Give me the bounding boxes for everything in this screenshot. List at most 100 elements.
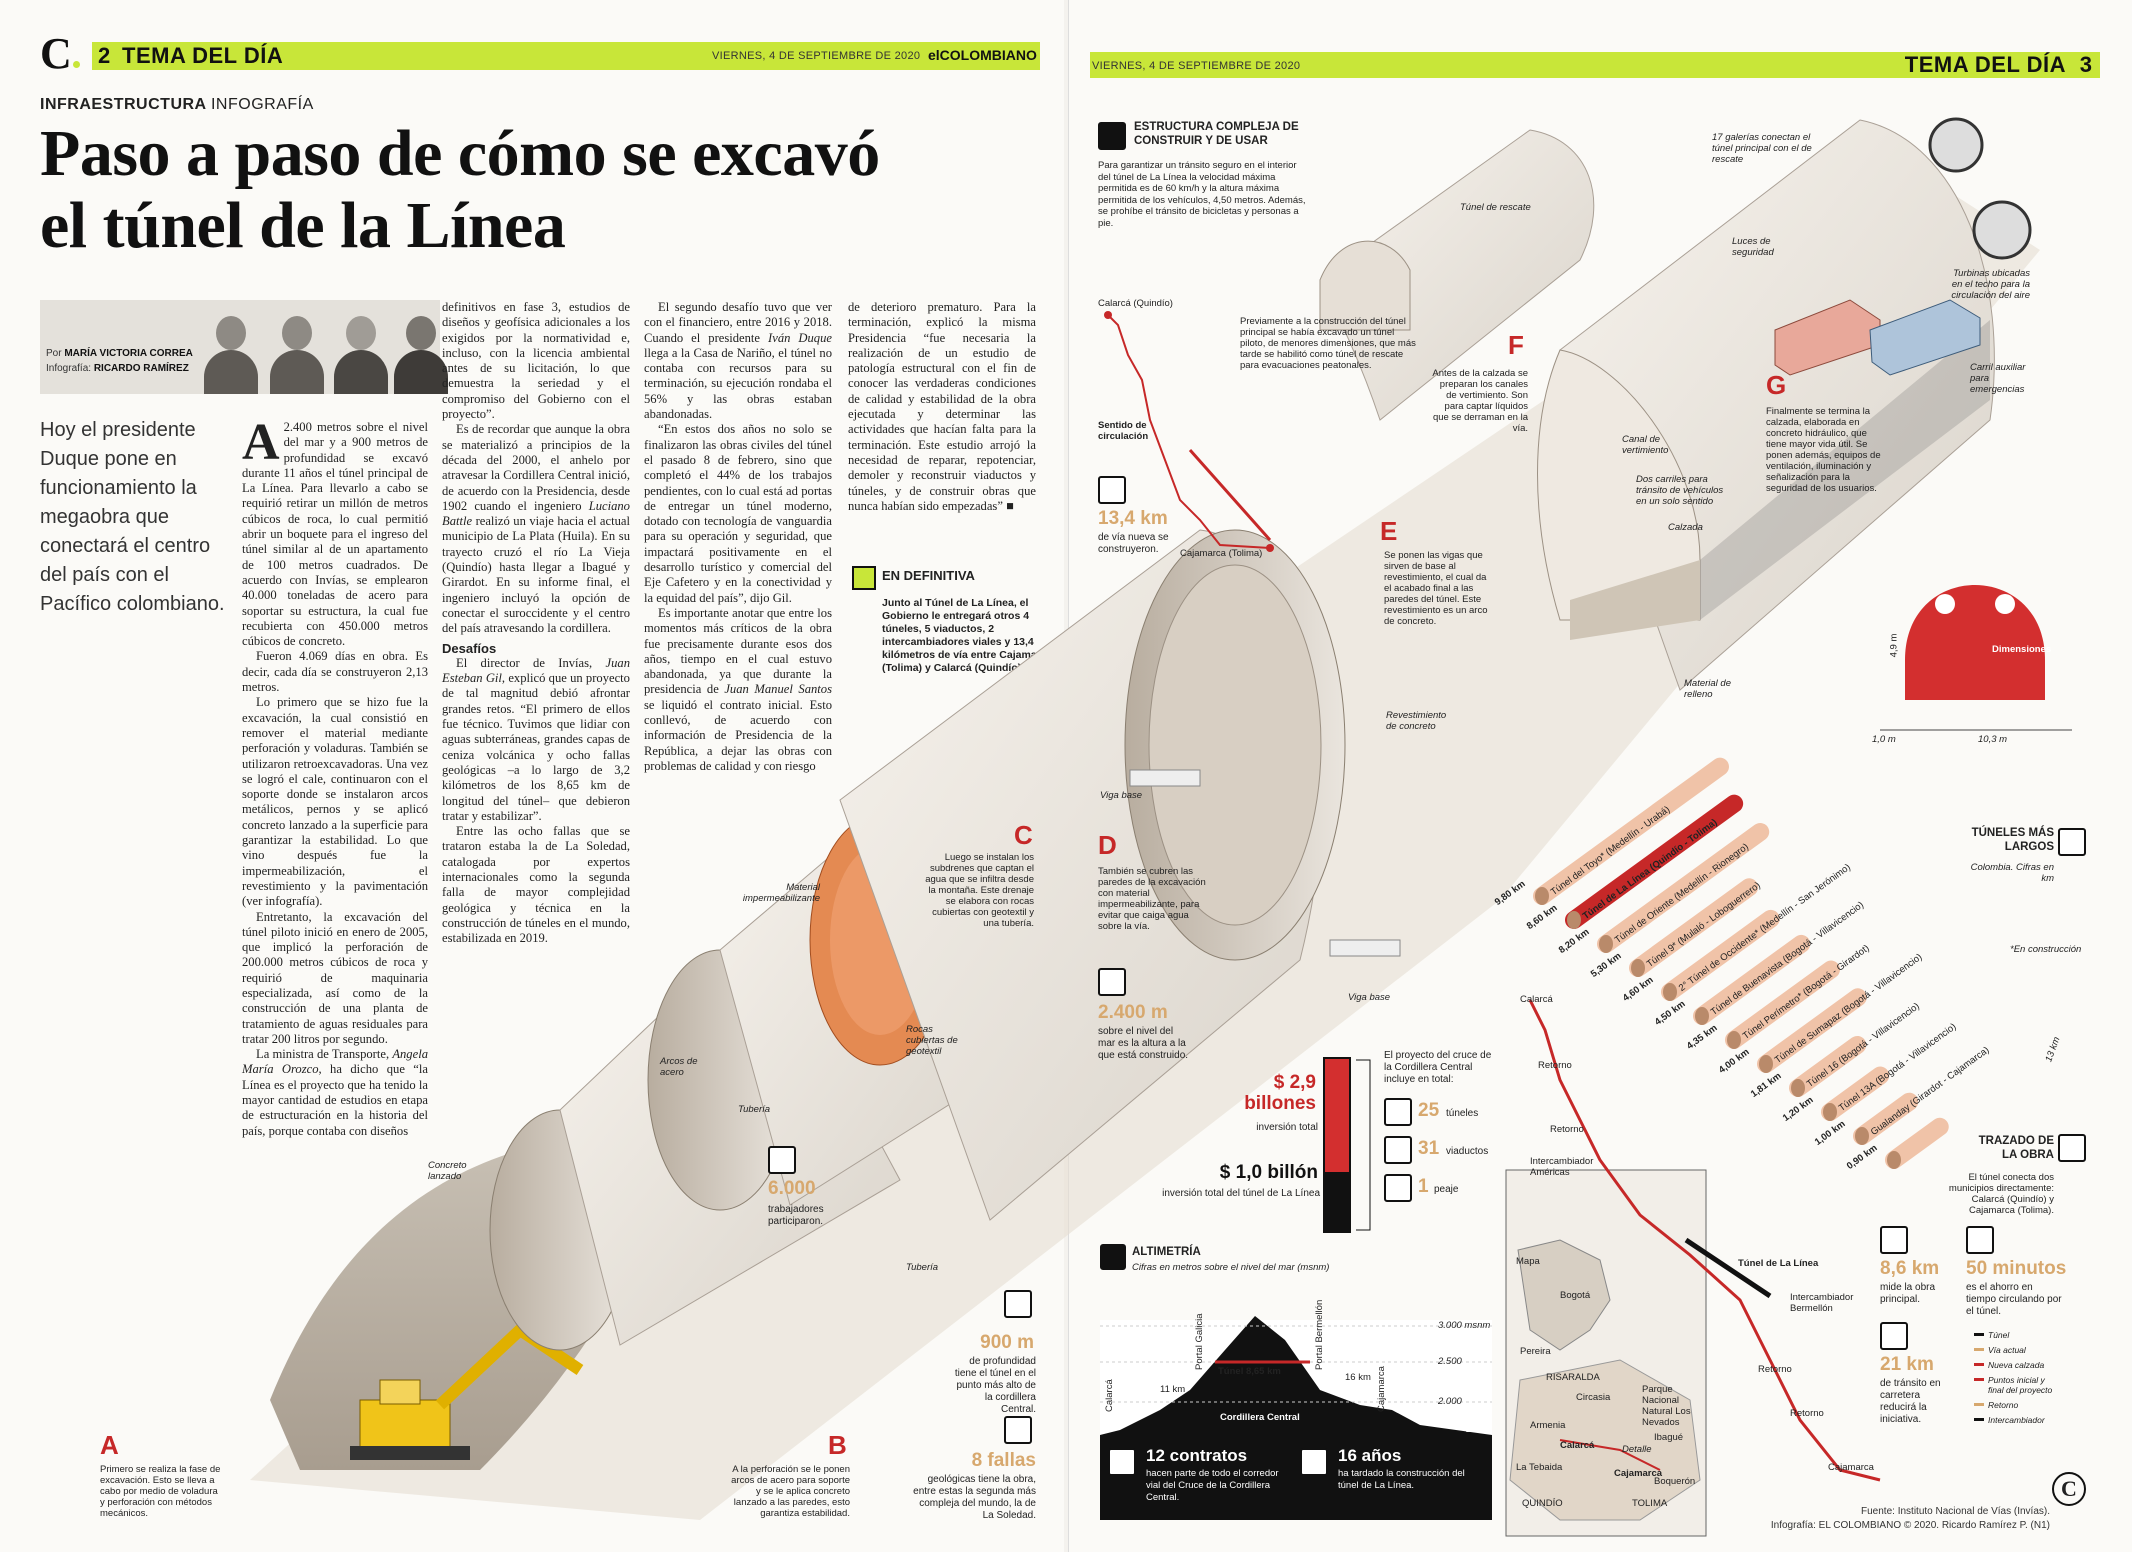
article-column-4: de deterioro prematuro. Para la terminac… [848, 300, 1036, 513]
dropcap: A [242, 414, 280, 471]
tunnel-bar-mouth [1599, 935, 1613, 953]
anios-text: ha tardado la construcción del túnel de … [1338, 1468, 1465, 1491]
map-ibague: Ibagué [1654, 1432, 1684, 1443]
longest-tunnels-chart [1533, 757, 1949, 1169]
map-circasia: Circasia [1576, 1392, 1611, 1403]
viga-base [1329, 939, 1401, 957]
map-boqueron: Boquerón [1654, 1476, 1696, 1487]
step-d-text: También se cubren las paredes de la exca… [1098, 866, 1206, 932]
tuberia-label: Tubería [738, 1104, 771, 1115]
map-risaralda: RISARALDA [1546, 1372, 1600, 1383]
toll-icon [1384, 1174, 1412, 1202]
dist-number: 8,6 km [1880, 1258, 1940, 1279]
transit-text: de tránsito en carretera reducirá la ini… [1880, 1378, 1941, 1425]
calarca-alt-label: Calarcá [1104, 1379, 1115, 1412]
legend-label: Retorno [1988, 1400, 2019, 1410]
relleno-label: Material de relleno [1684, 678, 1731, 700]
viga-base [1129, 769, 1201, 787]
map-retorno: Retorno [1758, 1364, 1792, 1375]
dim-width-1: 1,0 m [1872, 734, 1896, 745]
map-calarca: Calarcá [1520, 994, 1553, 1005]
el-colombiano-logo: C [40, 29, 80, 78]
tunnel-bar-mouth [1567, 911, 1581, 929]
author-portrait [200, 310, 260, 394]
turbinas-label: Turbinas ubicadas en el techo para la ci… [1951, 268, 2030, 301]
legend-label: Nueva calzada [1988, 1360, 2045, 1370]
tunnels-note: *En construcción [2010, 944, 2082, 955]
tunnel-icon [2058, 828, 2086, 856]
kicker-main: INFRAESTRUCTURA [40, 96, 207, 113]
dos-carriles-label: Dos carriles para tránsito de vehículos … [1636, 474, 1724, 507]
tunnel-bar-mouth [1535, 887, 1549, 905]
inversion-tunel-text: inversión total del túnel de La Línea [1162, 1188, 1320, 1199]
left-brand: elCOLOMBIANO [928, 47, 1037, 63]
altimetry-subtitle: Cifras en metros sobre el nivel del mar … [1132, 1262, 1330, 1273]
map-quindio: QUINDÍO [1522, 1498, 1563, 1509]
tunnel-bar-mouth [1823, 1103, 1837, 1121]
road-icon [1880, 1322, 1908, 1350]
fallas-text: geológicas tiene la obra, entre estas la… [913, 1474, 1036, 1521]
legend-swatch [1974, 1363, 1984, 1366]
dist-text: mide la obra principal. [1880, 1282, 1936, 1305]
route-line [1107, 314, 1271, 549]
km-left-label: 11 km [1160, 1384, 1186, 1395]
footer-credit: Infografía: EL COLOMBIANO © 2020. Ricard… [1770, 1520, 2050, 1531]
legend-swatch [1974, 1333, 1984, 1336]
fault-icon [1004, 1416, 1032, 1444]
map-route [1528, 999, 1881, 1482]
legend-item: Nueva calzada [1974, 1360, 2062, 1370]
map-parque: Parque Nacional Natural Los Nevados [1642, 1384, 1691, 1428]
tunnel-bar-mouth [1855, 1127, 1869, 1145]
stopwatch-icon [1966, 1226, 1994, 1254]
tunnel-bar [1629, 878, 1759, 977]
article-column-3: El segundo desafío tuvo que ver con el f… [644, 300, 832, 773]
tunnel-bar-mouth [1887, 1151, 1901, 1169]
step-b-text: A la perforación se le ponen arcos de ac… [731, 1464, 850, 1519]
left-page-number: 2 [98, 43, 111, 68]
left-section-title: TEMA DEL DÍA [122, 43, 284, 68]
clock-icon [1300, 1448, 1328, 1476]
inversion-total-number: $ 2,9 billones [1244, 1072, 1316, 1114]
step-e-letter: E [1380, 516, 1398, 546]
contratos-text: hacen parte de todo el corredor vial del… [1146, 1468, 1279, 1503]
tunnel-bar [1885, 1117, 1949, 1169]
left-date: VIERNES, 4 DE SEPTIEMBRE DE 2020 [712, 50, 921, 62]
road-icon [1098, 476, 1126, 504]
turbine-icon [1972, 200, 2032, 260]
altura-number: 2.400 m [1098, 1002, 1168, 1023]
trabajadores-number: 6.000 [768, 1178, 816, 1199]
calzada-label: Calzada [1668, 522, 1703, 533]
infographic-author-portrait [390, 310, 450, 394]
altura-text: sobre el nivel del mar es la altura a la… [1098, 1026, 1189, 1061]
right-date: VIERNES, 4 DE SEPTIEMBRE DE 2020 [1092, 60, 1301, 72]
transit-number: 21 km [1880, 1354, 1934, 1375]
estructura-body: Para garantizar un tránsito seguro en el… [1098, 160, 1306, 229]
tunnels-title: TÚNELES MÁS LARGOS [1971, 827, 2054, 853]
profundidad-number: 900 m [980, 1332, 1034, 1353]
en-definitiva-box: EN DEFINITIVA Junto al Túnel de La Línea… [848, 566, 1064, 675]
author-name: MARÍA VICTORIA CORREA [64, 348, 193, 359]
infographic-author: RICARDO RAMÍREZ [93, 363, 189, 374]
checker-icon [852, 566, 876, 590]
canal-label: Canal de vertimiento [1622, 434, 1669, 456]
down-arrow-icon [1004, 1290, 1032, 1318]
step-a-text: Primero se realiza la fase de excavación… [100, 1464, 221, 1519]
legend-label: Puntos inicial y final del proyecto [1988, 1375, 2053, 1395]
legend-swatch [1974, 1348, 1984, 1351]
viaductos-text: viaductos [1446, 1146, 1489, 1157]
map-cajamarca-2: Cajamarca [1614, 1468, 1663, 1479]
cajamarca-alt-label: Cajamarca [1376, 1366, 1387, 1412]
via-nueva-text: de vía nueva se construyeron. [1098, 532, 1169, 555]
distance-icon [1880, 1226, 1908, 1254]
altimetry-title: ALTIMETRÍA [1132, 1246, 1201, 1258]
calarca-label: Calarcá (Quindío) [1098, 298, 1173, 309]
tunel-length-label: Túnel 8,65 km [1218, 1366, 1281, 1377]
estructura-title: ESTRUCTURA COMPLEJA DE CONSTRUIR Y DE US… [1134, 121, 1299, 147]
map-tunnel [1684, 1237, 1772, 1299]
article-headline: Paso a paso de cómo se excavó el túnel d… [40, 117, 880, 262]
elev-2000: 2.000 [1438, 1396, 1462, 1407]
car-icon [1774, 299, 1981, 376]
map-mapa: Mapa [1516, 1256, 1540, 1267]
